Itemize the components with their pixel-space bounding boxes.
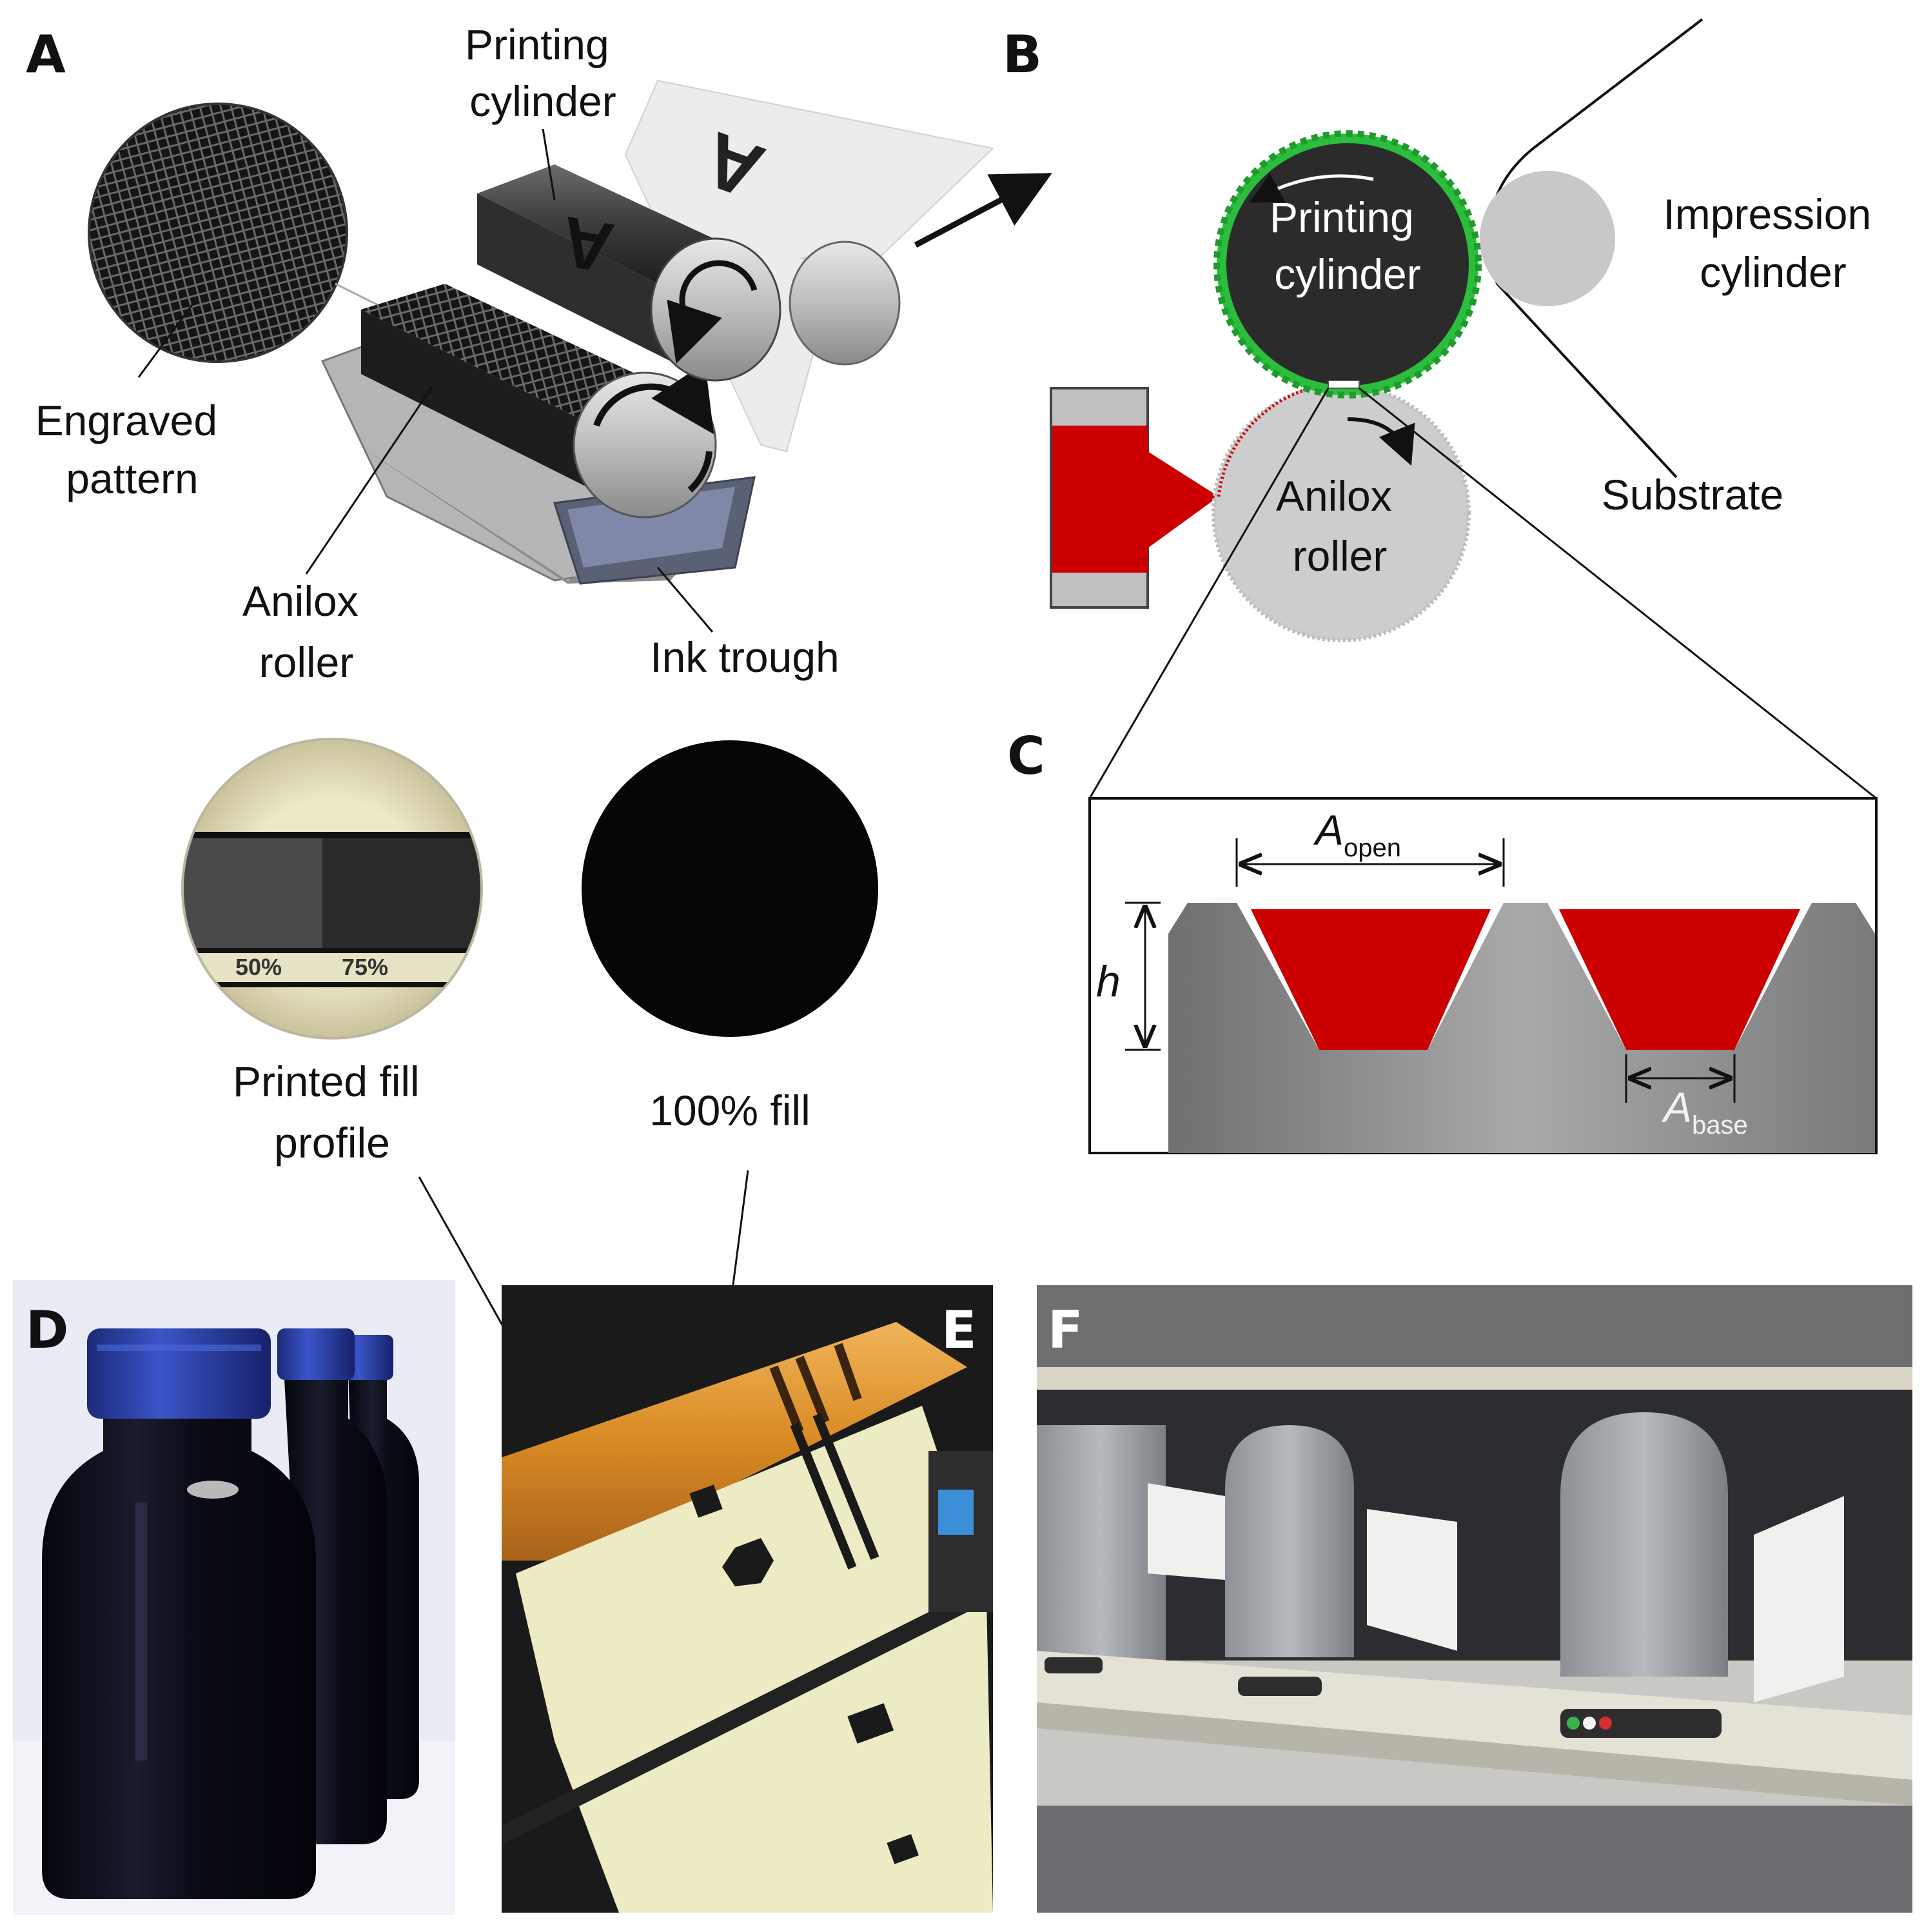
label-printing-cylinder: Printing cylinder <box>465 21 621 125</box>
panel-e-letter: E <box>941 1300 977 1360</box>
panel-b: B Printing cylinder Impression cylinder <box>1003 18 1883 800</box>
panel-a-letter: A <box>26 25 66 84</box>
orange-roller-markings <box>769 1343 862 1434</box>
label-a-open: Aopen <box>1313 806 1401 862</box>
panel-b-letter: B <box>1003 25 1042 84</box>
impression-cylinder-3d <box>789 241 901 366</box>
printed-patterns <box>689 1413 919 1864</box>
substrate-web <box>516 1406 993 1913</box>
anilox-ink-film <box>1217 385 1316 497</box>
blue-module <box>938 1490 974 1535</box>
zoom-line-left <box>1088 388 1330 799</box>
full-fill-circle <box>582 740 878 1037</box>
leader-anilox-roller <box>305 386 433 575</box>
leader-ink-trough <box>656 567 714 633</box>
ink-cell-1 <box>1251 909 1491 1050</box>
panel-d-photo: D <box>13 1280 455 1915</box>
label-full-fill: 100% fill <box>649 1087 810 1134</box>
anilox-roller-3d <box>361 284 717 518</box>
zoom-line-right <box>1359 387 1877 800</box>
label-substrate: Substrate <box>1602 471 1784 518</box>
engraved-pattern-leader <box>137 302 195 378</box>
panel-c-letter: C <box>1007 726 1045 786</box>
label-engraved-pattern: Engraved pattern <box>35 397 230 502</box>
control-panels <box>1045 1657 1722 1738</box>
impression-cylinder <box>1480 171 1615 306</box>
paper-web-2 <box>1367 1509 1457 1651</box>
strip-label-50: 50% <box>235 954 282 980</box>
label-printed-fill-profile: Printed fill profile <box>233 1058 431 1167</box>
paper-web-3 <box>1754 1496 1844 1702</box>
bottle-front <box>42 1328 316 1899</box>
label-printing-cylinder-b: Printing cylinder <box>1270 193 1426 298</box>
printed-fill-lens: 50% 75% <box>181 738 483 1040</box>
print-unit-1 <box>1037 1425 1166 1696</box>
nip-detail-box <box>1328 380 1360 389</box>
anilox-rotation-arrow <box>1347 417 1415 466</box>
panel-e-photo: E <box>502 1285 993 1913</box>
label-a-base: Abase <box>1661 1083 1748 1139</box>
label-h: h <box>1096 957 1121 1006</box>
ink-chamber <box>1050 387 1219 609</box>
panel-c: C Aopen h Abase <box>1007 726 1878 1154</box>
label-ink-trough: Ink trough <box>650 633 839 681</box>
panel-f-photo: F <box>1037 1285 1912 1913</box>
paper-web-1 <box>1148 1483 1225 1580</box>
leader-printing-cylinder <box>542 128 556 201</box>
label-anilox-roller-b: Anilox roller <box>1276 472 1404 580</box>
panel-f-letter: F <box>1048 1300 1083 1360</box>
direction-arrow <box>914 173 1052 248</box>
engraved-pattern-inset <box>88 103 348 363</box>
anilox-wall-profile <box>1168 903 1875 1153</box>
fill-examples: 50% 75% Printed fill profile 100% fill <box>181 738 878 1677</box>
label-impression-cylinder: Impression cylinder <box>1663 190 1883 296</box>
panel-d-letter: D <box>26 1300 68 1360</box>
press-bar <box>503 1580 993 1844</box>
printing-cylinder-3d: A <box>477 164 781 382</box>
print-unit-3 <box>1560 1412 1728 1677</box>
printing-cylinder <box>1226 143 1469 386</box>
ink-cell-2 <box>1559 909 1800 1050</box>
control-rail-lower <box>1037 1702 1912 1806</box>
print-unit-2 <box>1225 1425 1354 1657</box>
strip-label-75: 75% <box>342 954 388 980</box>
panel-a: A A A <box>26 21 1052 686</box>
printing-rotation-arrow <box>1249 173 1374 203</box>
label-anilox-roller-a: Anilox roller <box>242 577 370 686</box>
